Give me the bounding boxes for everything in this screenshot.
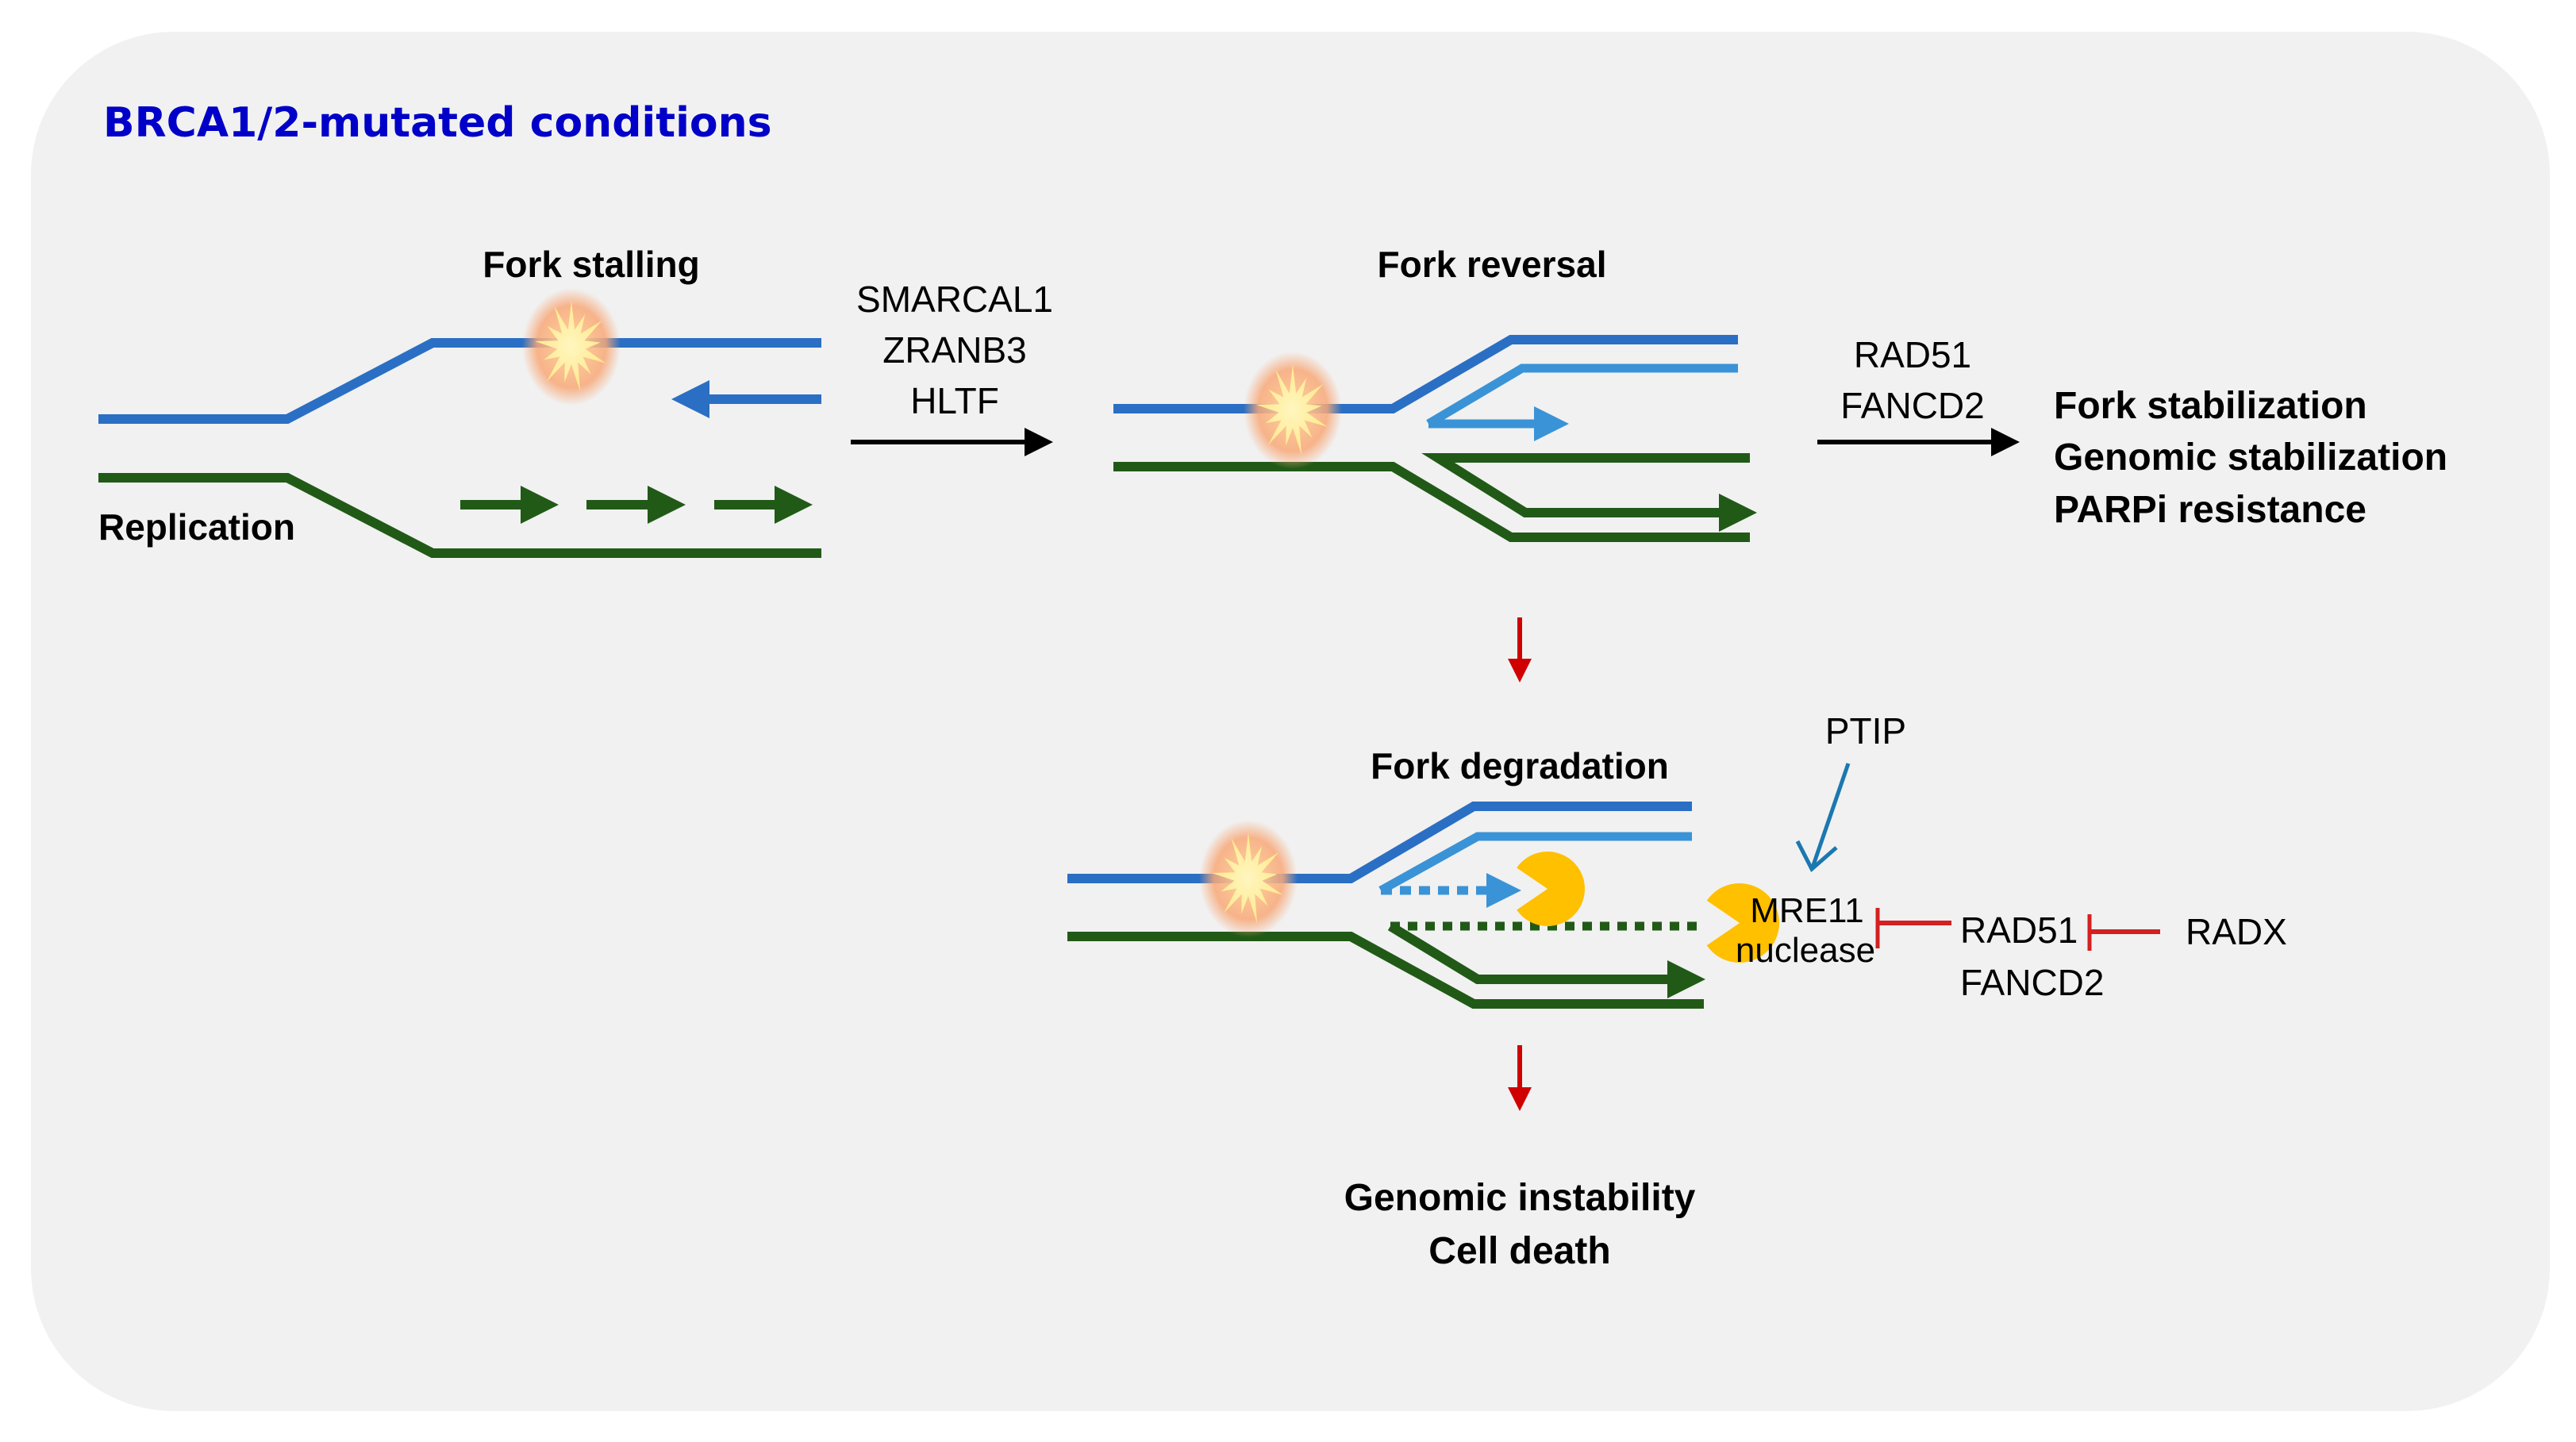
- outcome-fork-stabilization: Fork stabilization: [2054, 385, 2367, 427]
- stall-burst-icon: [1199, 820, 1298, 937]
- label-nuclease: nuclease: [1736, 931, 1875, 970]
- ptip-activation-arrow: [1795, 763, 1851, 872]
- nascent-strand-blue: [1378, 832, 1692, 894]
- inhibitor-fancd2: FANCD2: [1960, 962, 2104, 1003]
- inhibition-radx-rad51: [2087, 914, 2160, 951]
- parental-strand-blue: [98, 338, 821, 424]
- label-ptip: PTIP: [1825, 710, 1906, 752]
- parental-strand-green: [1067, 932, 1704, 1009]
- replication-fork: [98, 288, 821, 558]
- factor-hltf: HLTF: [910, 380, 999, 421]
- nascent-strand-blue: [1426, 363, 1738, 428]
- label-replication: Replication: [98, 506, 295, 548]
- diagram-panel: [31, 32, 2550, 1411]
- label-radx: RADX: [2186, 911, 2287, 952]
- outcome-genomic-stabilization: Genomic stabilization: [2054, 436, 2447, 479]
- factor-fancd2: FANCD2: [1840, 385, 1984, 426]
- label-fork-stalling: Fork stalling: [483, 244, 699, 285]
- inhibition-rad51-mre11: [1875, 908, 1951, 948]
- stall-burst-icon: [522, 288, 621, 406]
- label-mre11: MRE11: [1750, 891, 1863, 930]
- inhibitor-rad51: RAD51: [1960, 909, 2078, 951]
- degrading-fork: [1067, 802, 1779, 1009]
- factor-zranb3: ZRANB3: [882, 329, 1026, 371]
- nuclease-pacman-icon: [1517, 852, 1585, 926]
- factor-smarcal1: SMARCAL1: [856, 279, 1053, 320]
- outcome-parpi-resistance: PARPi resistance: [2054, 489, 2366, 531]
- parental-strand-blue: [1067, 802, 1692, 883]
- label-fork-reversal: Fork reversal: [1378, 244, 1607, 285]
- nascent-strand-green: [1387, 921, 1705, 998]
- outcome-genomic-instability: Genomic instability: [1344, 1177, 1696, 1219]
- outcome-cell-death: Cell death: [1428, 1230, 1610, 1272]
- parental-strand-blue: [1113, 335, 1738, 413]
- reversed-fork: [1113, 335, 1757, 542]
- parental-strand-green: [98, 473, 821, 558]
- parental-strand-green: [1113, 462, 1750, 542]
- factor-rad51: RAD51: [1854, 334, 1971, 375]
- stall-burst-icon: [1244, 352, 1342, 469]
- diagram-title: BRCA1/2-mutated conditions: [103, 99, 772, 147]
- label-fork-degradation: Fork degradation: [1371, 745, 1669, 786]
- nascent-strand-green: [1421, 453, 1757, 532]
- mre11-pacman-icon: [1706, 883, 1779, 963]
